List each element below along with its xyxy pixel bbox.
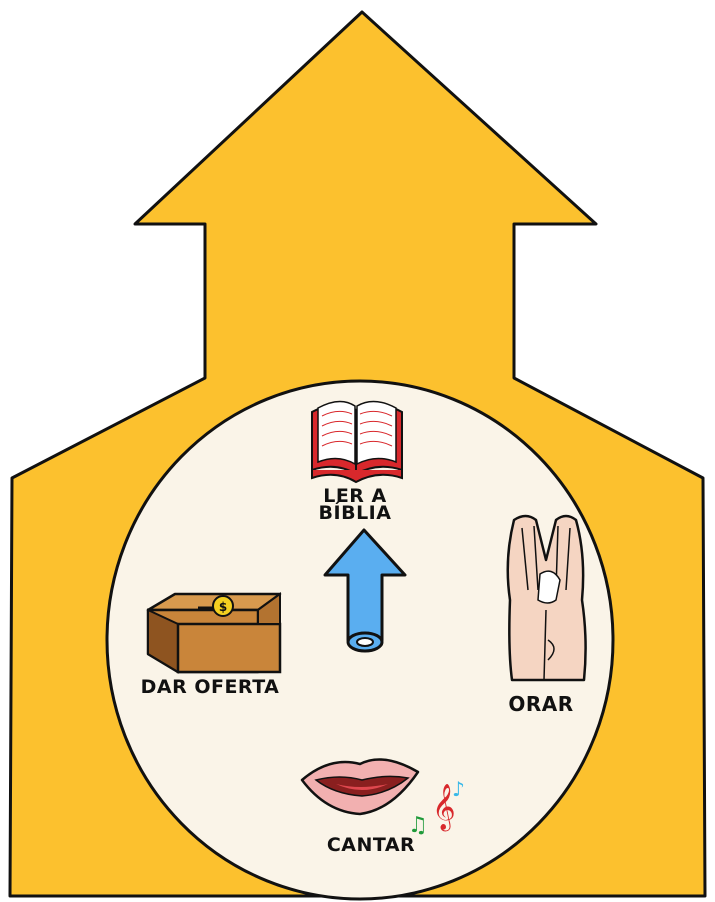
up-arrow-icon (323, 528, 407, 653)
offering-box-icon: $ (146, 592, 282, 674)
label-ler: LER A (323, 485, 387, 507)
music-notes-icon: ♫ 𝄞 ♪ (408, 777, 465, 838)
svg-text:𝄞: 𝄞 (432, 784, 456, 832)
label-orar: ORAR (508, 692, 574, 716)
label-cantar: CANTAR (326, 834, 416, 856)
label-biblia: BÍBLIA (318, 502, 392, 524)
open-bible-icon (311, 400, 403, 484)
svg-text:$: $ (219, 600, 227, 614)
praying-hands-icon (506, 514, 587, 682)
label-dar-oferta: DAR OFERTA (140, 676, 280, 698)
svg-text:♪: ♪ (452, 777, 465, 801)
singing-lips-icon (300, 758, 420, 816)
svg-text:♫: ♫ (408, 813, 428, 838)
coin-icon (212, 595, 234, 617)
